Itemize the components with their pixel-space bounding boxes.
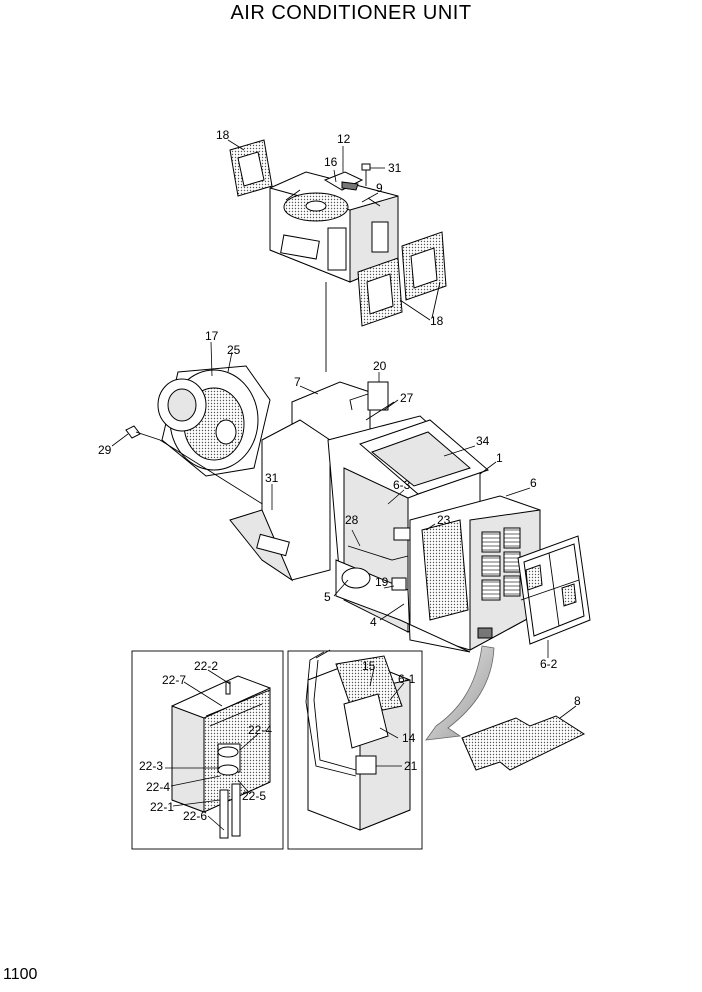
callout-34: 34 — [476, 434, 490, 448]
callout-22-6: 22-6 — [183, 809, 207, 823]
leader-fan-axis — [159, 439, 273, 511]
callout-16: 16 — [324, 155, 338, 169]
inset-valve-box — [287, 650, 423, 850]
callout-4: 4 — [370, 615, 377, 629]
callout-12: 12 — [337, 132, 351, 146]
callout-23: 23 — [437, 513, 451, 527]
callouts: 18 12 16 31 9 18 17 25 20 7 27 34 29 1 3… — [98, 128, 581, 823]
callout-22-1: 22-1 — [150, 800, 174, 814]
callout-22-4-lower: 22-4 — [146, 780, 170, 794]
leader-18b — [399, 299, 431, 321]
screw-top — [361, 163, 371, 186]
callout-6: 6 — [530, 476, 537, 490]
callout-7: 7 — [294, 375, 301, 389]
mode-actuator — [323, 171, 364, 191]
gasket-18-lower — [357, 231, 447, 327]
callout-22-5: 22-5 — [242, 789, 266, 803]
callout-8: 8 — [574, 694, 581, 708]
gasket-18-upper — [229, 139, 273, 197]
callout-19: 19 — [375, 575, 389, 589]
callout-29: 29 — [98, 443, 112, 457]
inset-evaporator-box — [131, 650, 284, 850]
callout-18-upper: 18 — [216, 128, 230, 142]
callout-17: 17 — [205, 329, 219, 343]
callout-6-2: 6-2 — [540, 657, 558, 671]
leader-lines — [111, 139, 577, 831]
valve-assembly — [305, 649, 411, 831]
evaporator-core — [171, 675, 271, 839]
callout-21: 21 — [404, 759, 418, 773]
callout-20: 20 — [373, 359, 387, 373]
callout-31-mid: 31 — [265, 471, 279, 485]
callout-22-7: 22-7 — [162, 673, 186, 687]
callout-25: 25 — [227, 343, 241, 357]
callout-27: 27 — [400, 391, 414, 405]
callout-5: 5 — [324, 590, 331, 604]
callout-6-3: 6-3 — [393, 478, 411, 492]
callout-31-top: 31 — [388, 161, 402, 175]
callout-22-3: 22-3 — [139, 759, 163, 773]
blower-fan-assembly — [157, 365, 271, 477]
flow-arrow — [425, 645, 495, 741]
filter-6-2 — [517, 535, 591, 645]
louver-grill — [481, 527, 521, 601]
leader-18b2 — [431, 281, 441, 319]
callout-6-1: 6-1 — [398, 672, 416, 686]
callout-14: 14 — [402, 731, 416, 745]
callout-9: 9 — [376, 181, 383, 195]
callout-22-4-upper: 22-4 — [248, 723, 272, 737]
page-number: 1100 — [3, 966, 38, 983]
callout-1: 1 — [496, 451, 503, 465]
main-case — [229, 381, 541, 653]
screw-29 — [125, 425, 161, 441]
callout-18-lower: 18 — [430, 314, 444, 328]
seal-8 — [461, 715, 586, 771]
callout-22-2: 22-2 — [194, 659, 218, 673]
callout-15: 15 — [362, 659, 376, 673]
page-title: AIR CONDITIONER UNIT — [230, 2, 472, 24]
callout-28: 28 — [345, 513, 359, 527]
